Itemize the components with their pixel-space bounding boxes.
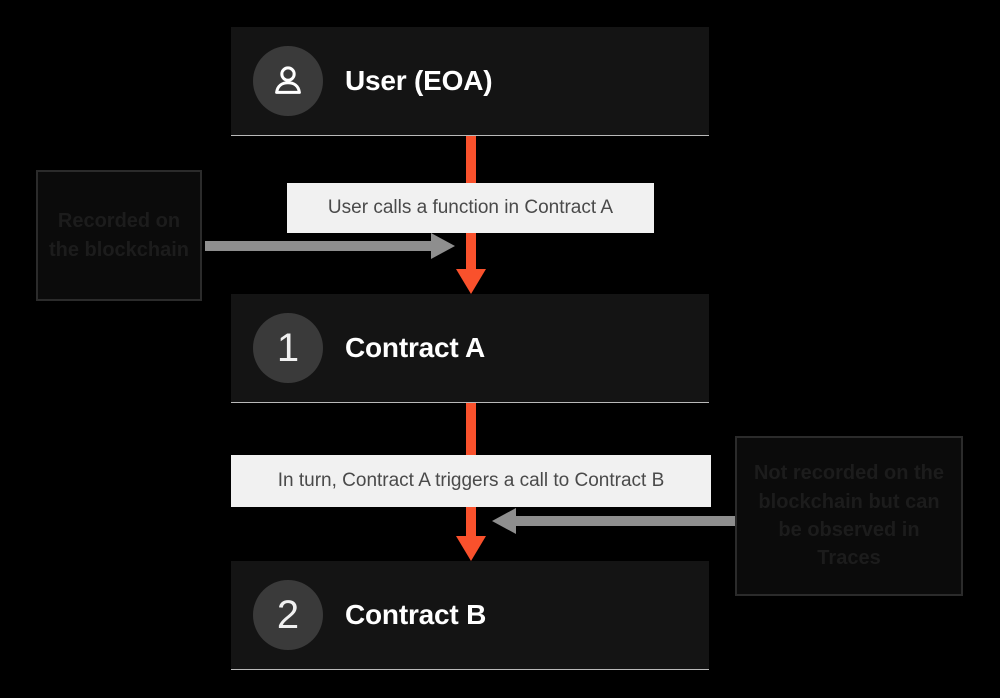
step-number-badge: 1 [253, 313, 323, 383]
arrow-head [492, 508, 516, 534]
annotation-arrow-right-icon [205, 233, 455, 259]
annotation-recorded-on-blockchain: Recorded on the blockchain [36, 170, 202, 301]
arrow-head-down-icon [456, 269, 486, 294]
step-number: 1 [276, 326, 300, 370]
arrow-head [431, 233, 455, 259]
node-label: User (EOA) [345, 65, 493, 96]
step-number-badge: 2 [253, 580, 323, 650]
edge-label-contract-a-to-contract-b: In turn, Contract A triggers a call to C… [231, 455, 711, 507]
arrow-shaft [205, 241, 431, 251]
node-contract-a[interactable]: 1 Contract A [231, 294, 709, 403]
node-user-eoa[interactable]: User (EOA) [231, 27, 709, 136]
annotation-arrow-left-icon [492, 508, 735, 534]
person-icon [253, 46, 323, 116]
annotation-not-recorded-on-blockchain: Not recorded on the blockchain but can b… [735, 436, 963, 596]
arrow-head-down-icon [456, 536, 486, 561]
node-label: Contract A [345, 332, 486, 363]
arrow-shaft [516, 516, 735, 526]
node-contract-b[interactable]: 2 Contract B [231, 561, 709, 670]
node-label: Contract B [345, 599, 487, 630]
step-number: 2 [276, 593, 300, 637]
edge-label-user-to-contract-a: User calls a function in Contract A [287, 183, 654, 233]
